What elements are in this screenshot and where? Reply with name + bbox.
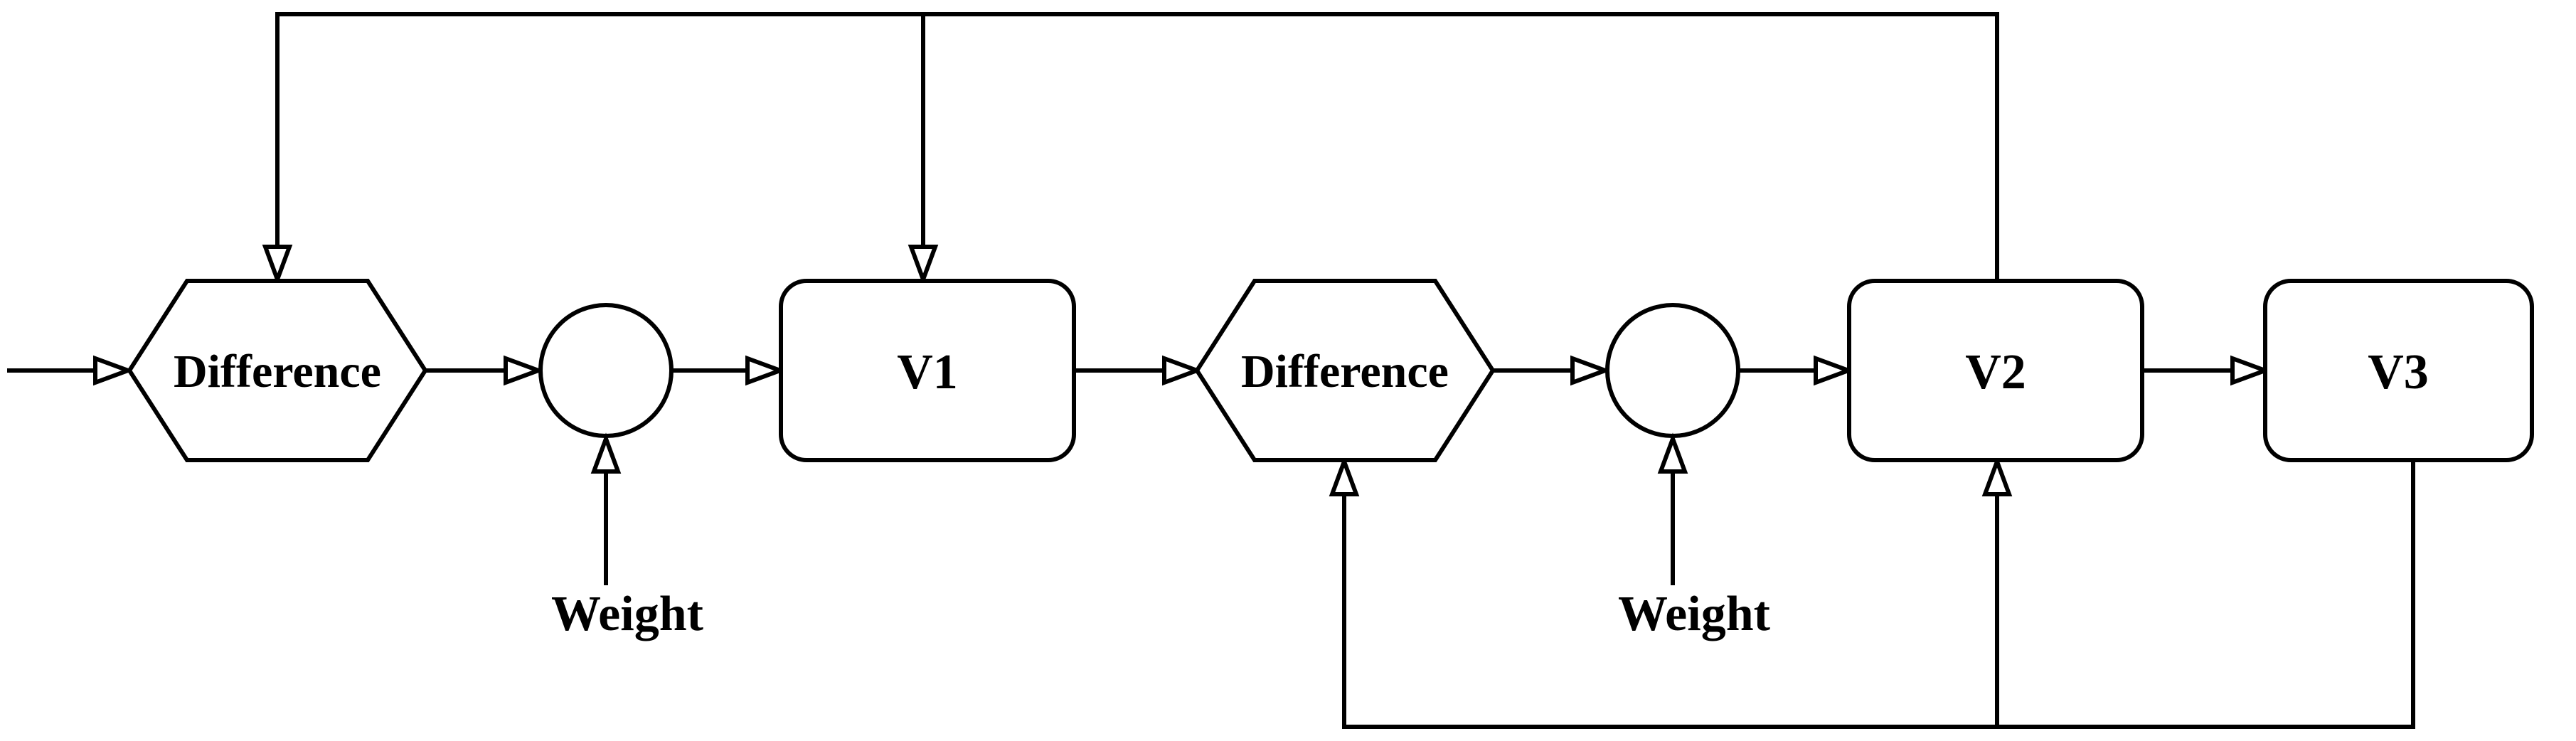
- gain2-node: [1605, 303, 1740, 438]
- v1-node: V1: [779, 279, 1076, 462]
- weight1-label: Weight: [551, 587, 703, 641]
- arrowhead-right-icon: [1162, 355, 1203, 386]
- edge-v2-top-to-difference1: [262, 12, 1999, 286]
- edge-feedback-to-v2-bottom: [1981, 455, 2013, 727]
- v1-label: V1: [897, 345, 958, 400]
- arrowhead-right-icon: [1570, 355, 1612, 386]
- edge-input-to-difference1: [7, 355, 134, 386]
- edge-feedback-to-v1-top: [908, 14, 939, 286]
- arrowhead-right-icon: [1814, 355, 1855, 386]
- arrowhead-up-icon: [1657, 432, 1688, 474]
- v3-label: V3: [2368, 345, 2429, 400]
- arrowhead-up-icon: [1329, 455, 1360, 496]
- arrowhead-right-icon: [93, 355, 134, 386]
- arrowhead-up-icon: [590, 432, 622, 474]
- edge-gain1-to-v1: [673, 355, 787, 386]
- edge-v2-to-v3: [2142, 355, 2272, 386]
- arrowhead-up-icon: [1981, 455, 2013, 496]
- difference2-label: Difference: [1241, 346, 1449, 398]
- arrowhead-right-icon: [2230, 355, 2272, 386]
- edge-v3-bottom-to-difference2: [1329, 455, 2415, 729]
- gain1-node: [538, 303, 674, 438]
- edge-gain2-to-v2: [1740, 355, 1855, 386]
- edge-difference2-to-gain2: [1493, 355, 1612, 386]
- edge-difference1-to-gain1: [425, 355, 545, 386]
- weight2-input: Weight: [1618, 432, 1770, 641]
- arrowhead-down-icon: [908, 245, 939, 286]
- edge-v1-to-difference2: [1074, 355, 1203, 386]
- difference2-node: Difference: [1194, 279, 1496, 462]
- arrowhead-right-icon: [745, 355, 787, 386]
- weight1-input: Weight: [551, 432, 703, 641]
- weight2-label: Weight: [1618, 587, 1770, 641]
- arrowhead-down-icon: [262, 245, 293, 286]
- v2-node: V2: [1847, 279, 2144, 462]
- difference1-node: Difference: [127, 279, 428, 462]
- v2-label: V2: [1965, 345, 2026, 400]
- arrowhead-right-icon: [504, 355, 545, 386]
- difference1-label: Difference: [174, 346, 381, 398]
- v3-node: V3: [2263, 279, 2534, 462]
